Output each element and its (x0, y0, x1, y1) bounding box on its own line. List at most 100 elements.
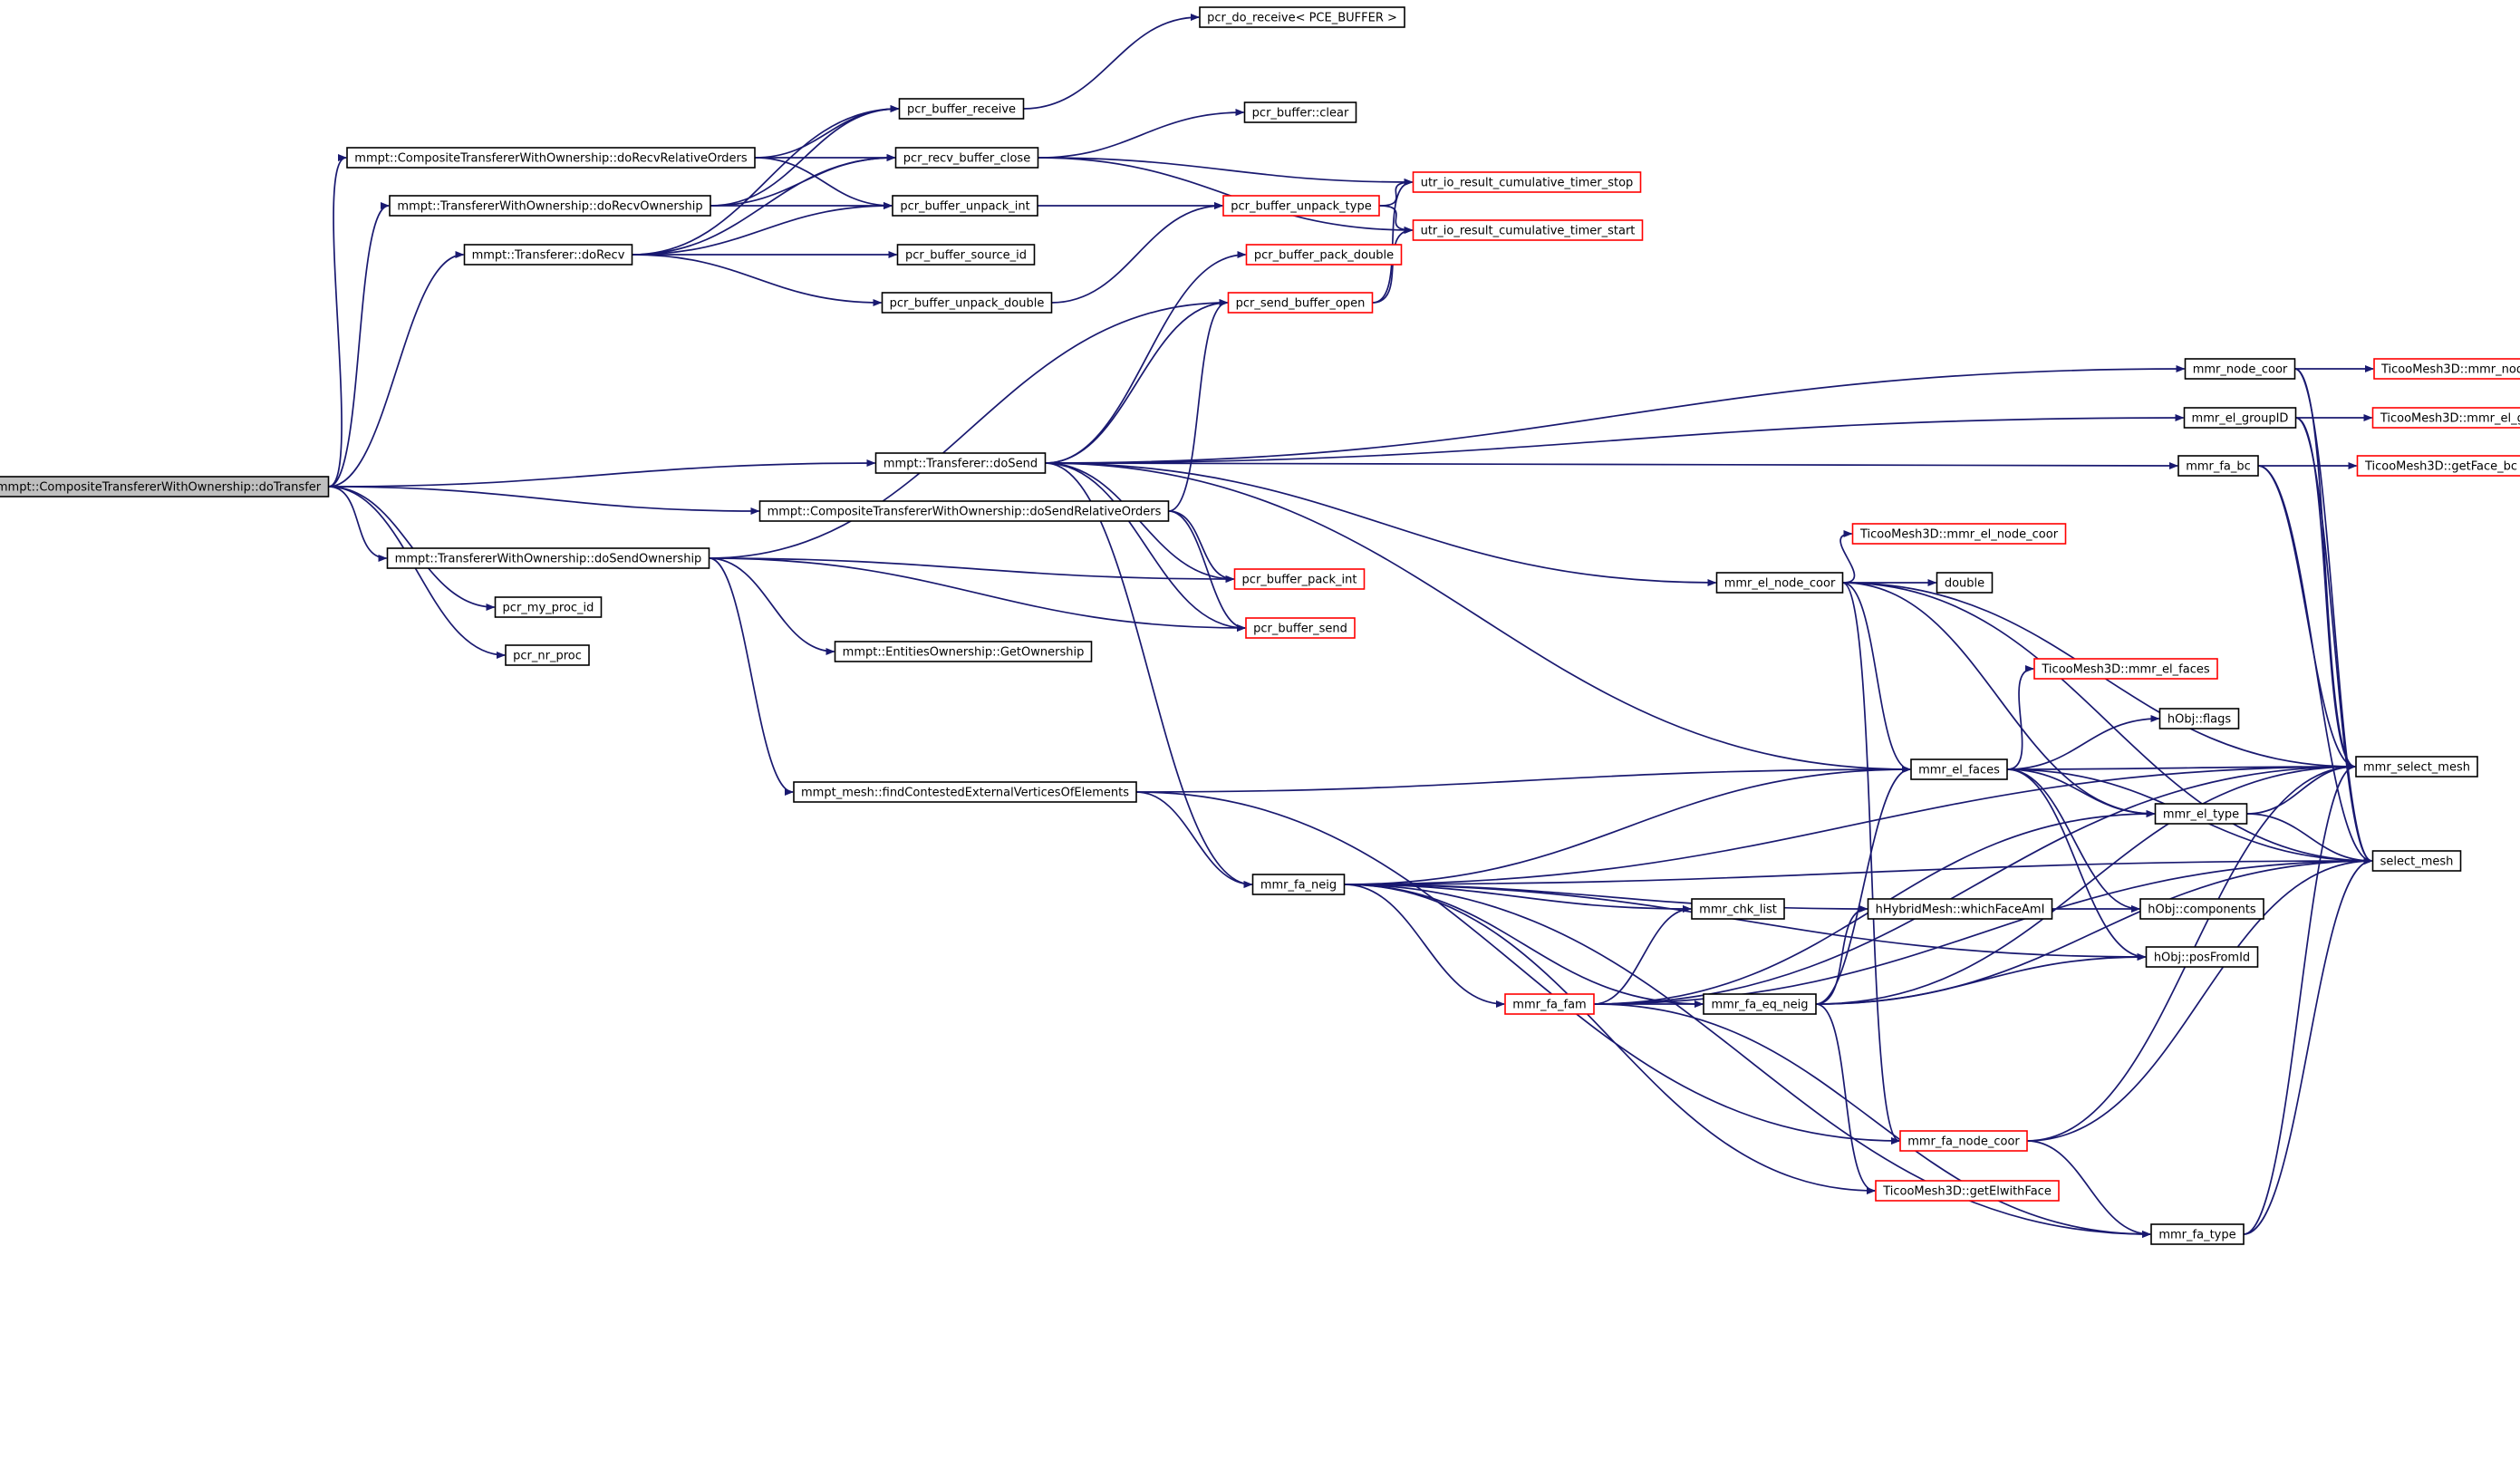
edge-doSend-to-pcr_send_buffer_open (1045, 299, 1229, 464)
node-doRecvRelativeOrders[interactable]: mmpt::CompositeTransfererWithOwnership::… (346, 147, 756, 169)
node-doSendRelativeOrders[interactable]: mmpt::CompositeTransfererWithOwnership::… (758, 500, 1170, 522)
node-label: TicooMesh3D::getElwithFace (1882, 1185, 2052, 1199)
node-mmr_fa_type[interactable]: mmr_fa_type (2150, 1223, 2245, 1245)
node-pcr_do_receive[interactable]: pcr_do_receive< PCE_BUFFER > (1199, 6, 1405, 28)
node-pcr_recv_buffer_close[interactable]: pcr_recv_buffer_close (894, 147, 1039, 169)
node-timer_start[interactable]: utr_io_result_cumulative_timer_start (1412, 219, 1644, 241)
node-tm_getFace_bc[interactable]: TicooMesh3D::getFace_bc (2356, 455, 2520, 477)
node-doTransfer[interactable]: mmpt::CompositeTransfererWithOwnership::… (0, 476, 330, 497)
node-label: mmpt::TransfererWithOwnership::doSendOwn… (395, 553, 702, 566)
edge-mmr_el_groupID-to-select_mesh (2295, 417, 2373, 865)
node-label: mmr_select_mesh (2363, 761, 2470, 775)
node-pcr_buffer_clear[interactable]: pcr_buffer::clear (1243, 101, 1357, 123)
node-label: utr_io_result_cumulative_timer_stop (1421, 177, 1634, 190)
edge-mmr_el_faces-to-hObj_flags (2006, 715, 2160, 770)
node-tm_node_coor[interactable]: TicooMesh3D::mmr_node_coor (2373, 358, 2520, 380)
node-doRecv[interactable]: mmpt::Transferer::doRecv (463, 244, 633, 266)
edge-doRecvOwnership-to-pcr_buffer_receive (710, 105, 900, 207)
node-label: double (1945, 577, 1984, 591)
node-label: hHybridMesh::whichFaceAmI (1876, 903, 2045, 917)
node-box (894, 147, 1039, 169)
node-tm_getElwithFace[interactable]: TicooMesh3D::getElwithFace (1875, 1180, 2060, 1202)
edge-mmr_el_type-to-select_mesh (2246, 813, 2373, 865)
node-findContested[interactable]: mmpt_mesh::findContestedExternalVertices… (793, 781, 1137, 803)
node-GetOwnership[interactable]: mmpt::EntitiesOwnership::GetOwnership (834, 641, 1093, 662)
edge-doRecv-to-pcr_buffer_unpack_double (632, 254, 883, 306)
edge-doSend-to-mmr_el_faces (1045, 462, 1911, 773)
node-box (505, 644, 590, 666)
node-label: pcr_buffer_pack_double (1254, 249, 1394, 263)
edge-doSendOwnership-to-pcr_buffer_send (709, 557, 1246, 632)
node-timer_stop[interactable]: utr_io_result_cumulative_timer_stop (1412, 171, 1642, 193)
node-pcr_buffer_receive[interactable]: pcr_buffer_receive (898, 98, 1025, 120)
node-mmr_fa_fam[interactable]: mmr_fa_fam (1504, 993, 1595, 1015)
node-doRecvOwnership[interactable]: mmpt::TransfererWithOwnership::doRecvOwn… (389, 195, 711, 217)
node-pcr_nr_proc[interactable]: pcr_nr_proc (505, 644, 590, 666)
node-mmr_fa_eq_neig[interactable]: mmr_fa_eq_neig (1703, 993, 1817, 1015)
node-select_mesh[interactable]: select_mesh (2371, 850, 2462, 872)
edge-mmr_el_faces-to-hObj_components (2006, 768, 2140, 913)
node-label: pcr_buffer::clear (1252, 107, 1349, 121)
node-mmr_el_type[interactable]: mmr_el_type (2154, 803, 2248, 825)
edge-mmr_el_faces-to-tm_el_faces (2006, 665, 2034, 770)
node-tm_el_node_coor[interactable]: TicooMesh3D::mmr_el_node_coor (1851, 523, 2067, 545)
node-pcr_buffer_unpack_double[interactable]: pcr_buffer_unpack_double (881, 292, 1053, 314)
node-label: TicooMesh3D::mmr_el_node_coor (1859, 528, 2059, 542)
edge-mmr_fa_neig-to-select_mesh (1344, 857, 2373, 885)
edge-doSendRelativeOrders-to-pcr_buffer_pack_int (1168, 510, 1235, 583)
node-label: TicooMesh3D::mmr_node_coor (2380, 363, 2520, 377)
node-pcr_buffer_pack_double[interactable]: pcr_buffer_pack_double (1245, 244, 1403, 266)
node-pcr_buffer_send[interactable]: pcr_buffer_send (1245, 617, 1356, 639)
node-tm_el_groupID[interactable]: TicooMesh3D::mmr_el_groupID (2371, 407, 2520, 429)
node-label: mmr_fa_bc (2186, 460, 2251, 474)
node-label: mmpt::EntitiesOwnership::GetOwnership (843, 646, 1085, 660)
node-box (1867, 898, 2053, 920)
node-label: pcr_send_buffer_open (1236, 297, 1366, 311)
edge-doSend-to-mmr_node_coor (1045, 365, 2186, 464)
node-pcr_buffer_source_id[interactable]: pcr_buffer_source_id (896, 244, 1036, 266)
node-label: mmpt::TransfererWithOwnership::doRecvOwn… (397, 200, 702, 214)
node-pcr_buffer_unpack_int[interactable]: pcr_buffer_unpack_int (892, 195, 1038, 217)
node-mmr_el_faces[interactable]: mmr_el_faces (1910, 758, 2008, 780)
node-mmr_el_groupID[interactable]: mmr_el_groupID (2183, 407, 2297, 429)
node-mmr_node_coor[interactable]: mmr_node_coor (2184, 358, 2296, 380)
node-doSend[interactable]: mmpt::Transferer::doSend (874, 452, 1047, 474)
node-label: TicooMesh3D::mmr_el_groupID (2380, 412, 2520, 426)
edge-mmr_fa_neig-to-tm_getElwithFace (1344, 884, 1876, 1194)
node-box (1199, 6, 1405, 28)
edge-findContested-to-mmr_fa_node_coor (1135, 791, 1900, 1145)
edge-mmr_fa_eq_neig-to-tm_getElwithFace (1815, 1003, 1876, 1194)
node-double[interactable]: double (1936, 572, 1994, 594)
edge-mmr_fa_neig-to-mmr_chk_list (1344, 884, 1692, 913)
edge-doTransfer-to-doRecv (328, 251, 465, 488)
node-hObj_posFromId[interactable]: hObj::posFromId (2145, 946, 2259, 968)
node-pcr_buffer_unpack_type[interactable]: pcr_buffer_unpack_type (1222, 195, 1380, 217)
node-label: mmpt_mesh::findContestedExternalVertices… (801, 787, 1129, 800)
edge-pcr_recv_buffer_close-to-pcr_buffer_clear (1038, 109, 1245, 159)
edge-doRecv-to-pcr_buffer_unpack_int (632, 202, 893, 256)
node-mmr_el_node_coor[interactable]: mmr_el_node_coor (1715, 572, 1844, 594)
node-label: select_mesh (2380, 855, 2454, 869)
node-label: pcr_buffer_unpack_int (900, 200, 1029, 214)
node-label: pcr_do_receive< PCE_BUFFER > (1207, 12, 1397, 25)
node-pcr_buffer_pack_int[interactable]: pcr_buffer_pack_int (1233, 568, 1366, 590)
node-hObj_flags[interactable]: hObj::flags (2158, 708, 2240, 729)
node-mmr_chk_list[interactable]: mmr_chk_list (1691, 898, 1785, 920)
node-mmr_fa_node_coor[interactable]: mmr_fa_node_coor (1899, 1130, 2028, 1152)
node-doSendOwnership[interactable]: mmpt::TransfererWithOwnership::doSendOwn… (386, 547, 710, 569)
node-hObj_components[interactable]: hObj::components (2139, 898, 2264, 920)
node-mmr_fa_bc[interactable]: mmr_fa_bc (2177, 455, 2259, 477)
node-label: mmr_fa_eq_neig (1711, 999, 1808, 1012)
node-mmr_select_mesh[interactable]: mmr_select_mesh (2355, 756, 2478, 778)
edge-pcr_buffer_unpack_type-to-timer_stop (1378, 179, 1414, 207)
node-label: hObj::flags (2168, 713, 2232, 727)
node-mmr_fa_neig[interactable]: mmr_fa_neig (1251, 874, 1346, 895)
node-label: mmr_fa_neig (1260, 879, 1337, 893)
node-label: mmr_chk_list (1699, 903, 1777, 917)
node-tm_el_faces[interactable]: TicooMesh3D::mmr_el_faces (2033, 658, 2218, 680)
edge-findContested-to-mmr_el_faces (1135, 766, 1911, 793)
node-label: hObj::posFromId (2154, 952, 2250, 965)
node-whichFaceAmI[interactable]: hHybridMesh::whichFaceAmI (1867, 898, 2053, 920)
node-pcr_send_buffer_open[interactable]: pcr_send_buffer_open (1227, 292, 1374, 314)
node-pcr_my_proc_id[interactable]: pcr_my_proc_id (494, 596, 603, 618)
